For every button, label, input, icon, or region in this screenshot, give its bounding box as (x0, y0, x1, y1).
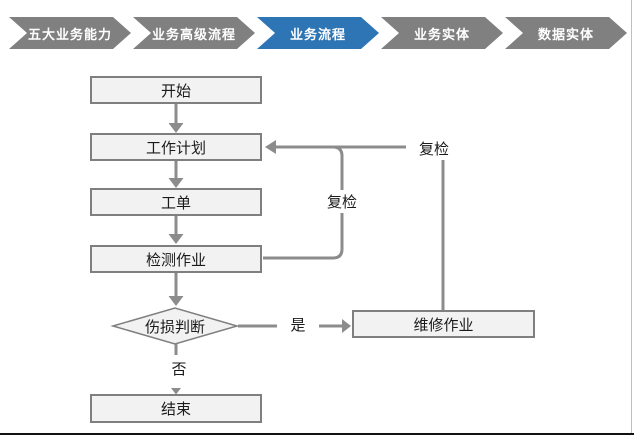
nav-step-label: 五大业务能力 (27, 26, 112, 42)
node-end: 结束 (90, 394, 262, 423)
arrowhead-into-workplan-right (265, 140, 276, 154)
decision-diamond-shape (110, 307, 240, 345)
nav-step-label: 数据实体 (537, 26, 594, 42)
nav-step-label: 业务实体 (413, 26, 470, 42)
edge-label-recheck-outer: 复检 (406, 137, 462, 160)
nav-step-five-capabilities[interactable]: 五大业务能力 (9, 17, 131, 49)
nav-step-business-process[interactable]: 业务流程 (257, 17, 379, 49)
arrowhead-into-repair (342, 319, 351, 333)
arrowhead-into-workplan-top (168, 123, 184, 133)
edge-recheck-outer (310, 145, 445, 310)
right-edge-border (631, 0, 632, 434)
node-work-plan: 工作计划 (90, 133, 262, 161)
arrowhead-into-decision (168, 296, 184, 306)
edge-label-no: 否 (163, 357, 195, 380)
arrowhead-into-inspection (168, 234, 184, 244)
node-repair: 维修作业 (352, 310, 535, 338)
node-work-order: 工单 (90, 188, 262, 216)
node-start: 开始 (90, 76, 262, 104)
nav-step-high-level-process[interactable]: 业务高级流程 (133, 17, 255, 49)
edge-label-yes: 是 (277, 313, 319, 336)
bottom-edge-border (0, 433, 634, 435)
nav-step-label: 业务流程 (289, 26, 346, 42)
arrowhead-into-end (171, 388, 181, 395)
node-inspection: 检测作业 (90, 245, 262, 273)
nav-step-business-entity[interactable]: 业务实体 (381, 17, 503, 49)
nav-step-data-entity[interactable]: 数据实体 (505, 17, 627, 49)
node-damage-decision-label: 伤损判断 (144, 319, 205, 336)
arrowhead-into-workorder (168, 178, 184, 188)
edge-label-recheck-inner: 复检 (316, 190, 368, 213)
nav-step-label: 业务高级流程 (151, 26, 236, 42)
